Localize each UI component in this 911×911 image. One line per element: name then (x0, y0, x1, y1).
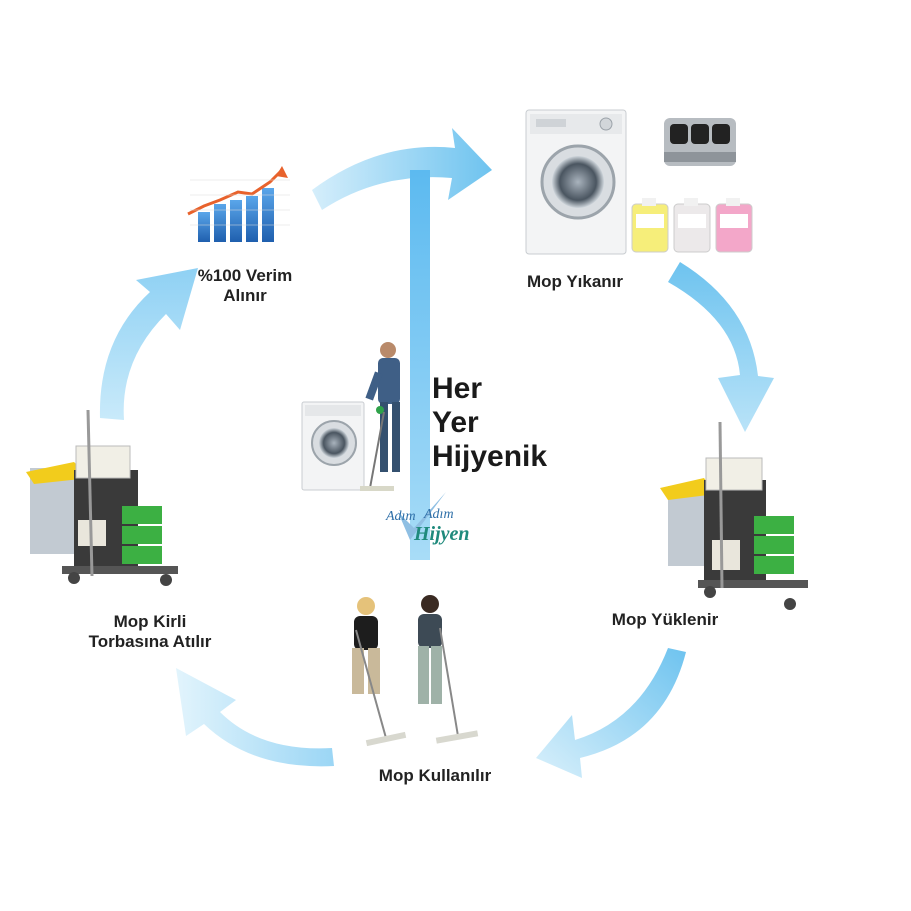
cleaning-cart-left-icon (26, 410, 178, 586)
svg-text:Adım: Adım (385, 509, 416, 524)
step-label-dirty: Mop Kirli Torbasına Atılır (50, 612, 250, 652)
slogan-line2: Yer (432, 406, 592, 440)
svg-text:Hijyen: Hijyen (413, 523, 470, 545)
slogan-line1: Her (432, 372, 592, 406)
step-label-wash: Mop Yıkanır (500, 272, 650, 292)
slogan: Her Yer Hijyenik (432, 372, 592, 474)
washing-machine-icon (526, 110, 626, 254)
worker-icon (360, 342, 400, 491)
step-label-use: Mop Kullanılır (350, 766, 520, 786)
arrow-bottom-left (176, 668, 334, 766)
dosing-pump-icon (664, 118, 736, 166)
step-label-verim-line2: Alınır (180, 286, 310, 306)
step-label-verim: %100 Verim Alınır (180, 266, 310, 306)
slogan-line3: Hijyenik (432, 440, 592, 474)
arrow-top (312, 128, 492, 210)
growth-chart-icon (188, 166, 290, 242)
step-label-dirty-line1: Mop Kirli (50, 612, 250, 632)
step-label-load: Mop Yüklenir (590, 610, 740, 630)
step-label-verim-line1: %100 Verim (180, 266, 310, 286)
arrow-bottom-right (536, 648, 686, 778)
detergent-canisters-icon (632, 198, 752, 252)
step-label-dirty-line2: Torbasına Atılır (50, 632, 250, 652)
center-washing-machine-icon (302, 402, 364, 490)
center-pole (410, 170, 430, 560)
mopping-people-icon (352, 595, 478, 746)
cleaning-cart-right-icon (660, 422, 808, 610)
svg-text:Adım: Adım (423, 507, 454, 522)
arrow-right (668, 262, 774, 432)
